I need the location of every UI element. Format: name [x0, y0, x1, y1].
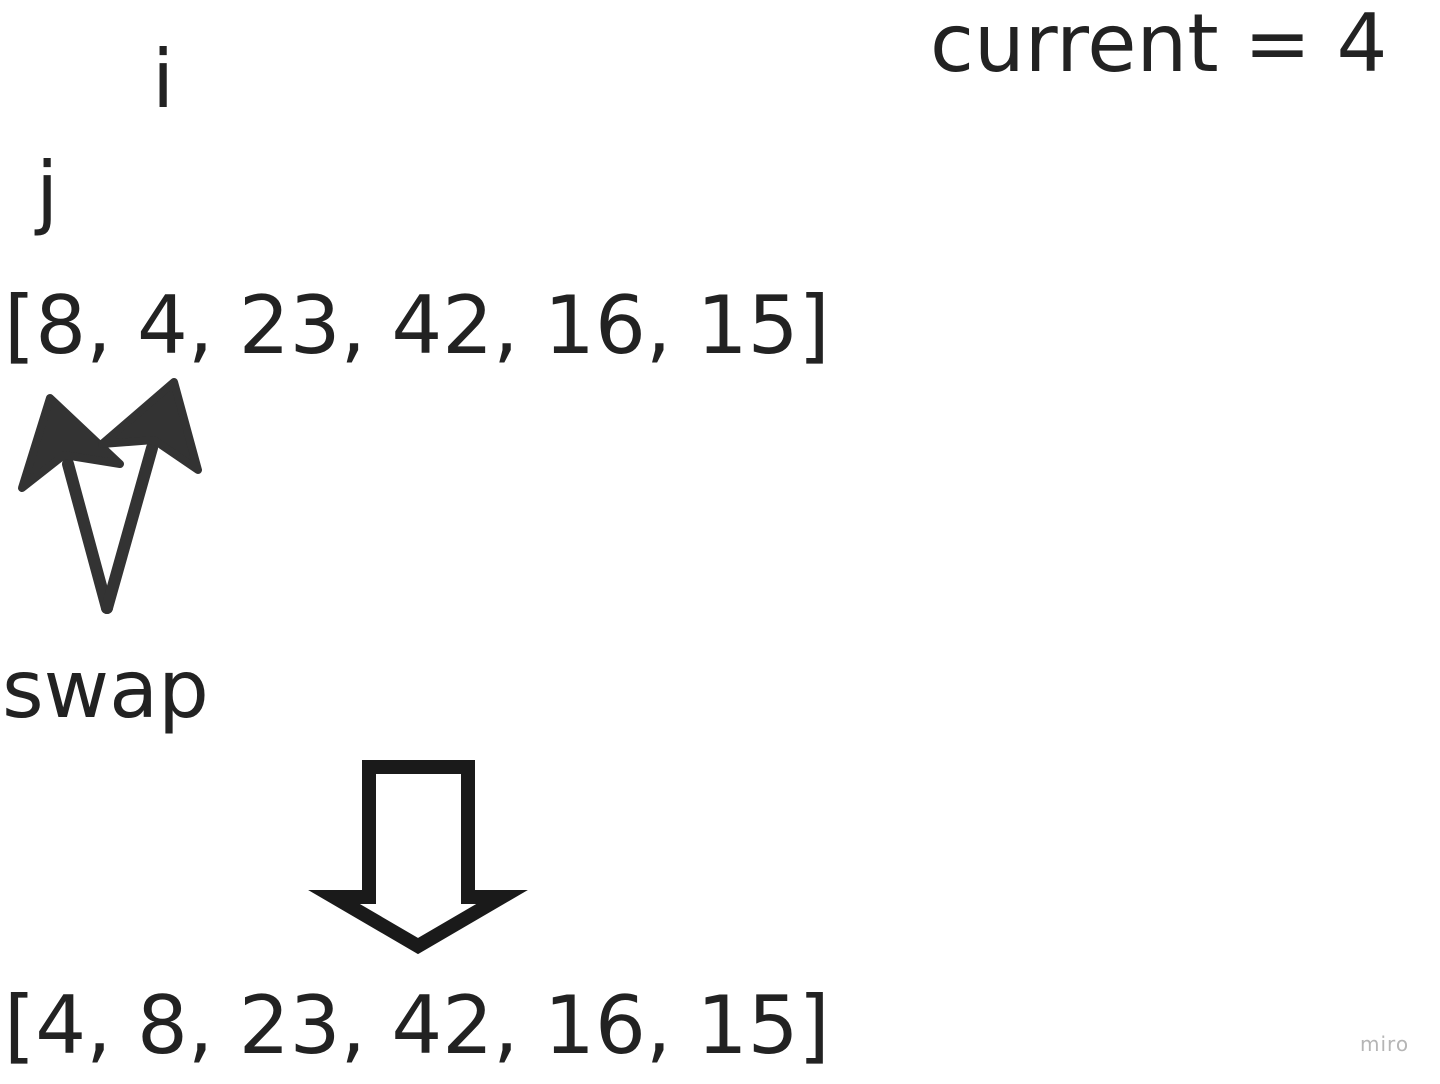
current-value-label: current = 4 — [930, 0, 1388, 90]
down-arrow-icon — [308, 760, 528, 955]
swap-arrow-right-head — [98, 378, 202, 474]
array-after-swap: [4, 8, 23, 42, 16, 15] — [4, 979, 830, 1072]
array-before-swap: [8, 4, 23, 42, 16, 15] — [4, 279, 830, 372]
j-pointer-label: j — [36, 145, 59, 238]
swap-arrow-left-shaft — [62, 458, 113, 614]
i-pointer-label: i — [152, 33, 175, 126]
swap-label: swap — [2, 643, 209, 736]
miro-watermark: miro — [1360, 1032, 1410, 1056]
swap-arrow-right-shaft — [101, 442, 158, 614]
swap-arrows-icon — [18, 378, 202, 614]
swap-arrow-left-head — [18, 394, 124, 492]
